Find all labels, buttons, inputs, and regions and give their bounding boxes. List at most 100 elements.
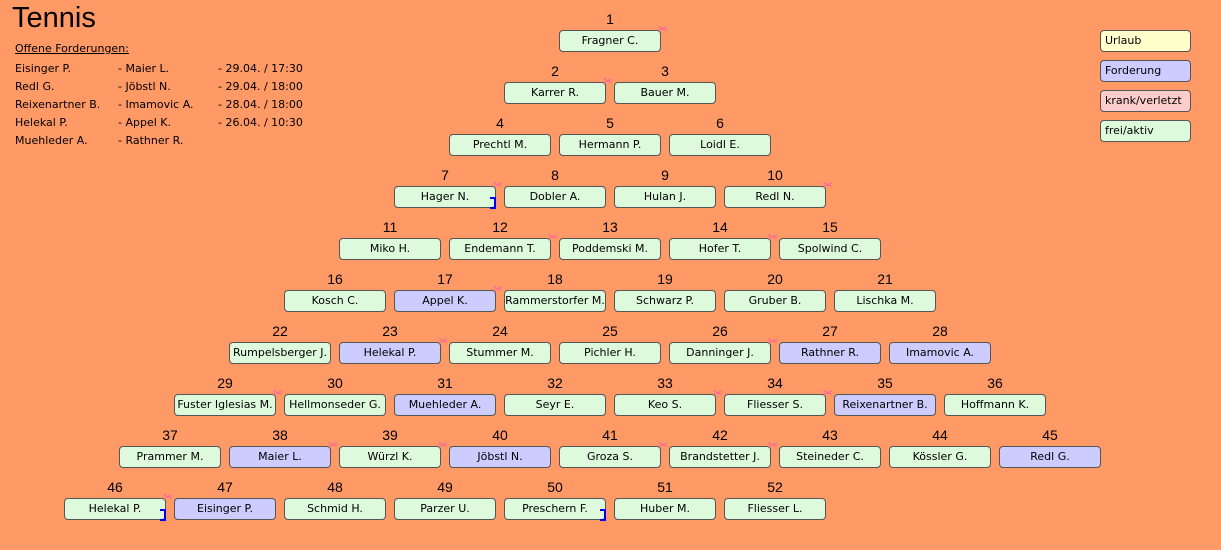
- rank-number: 31: [437, 375, 453, 391]
- player-name: Gruber B.: [748, 294, 802, 307]
- player-slot[interactable]: Hager N.✂: [394, 179, 503, 209]
- ribbon-icon: ✂: [437, 334, 448, 348]
- player-slot[interactable]: Redl G.: [999, 446, 1101, 468]
- player-slot[interactable]: Appel K.✂: [394, 283, 503, 312]
- player-slot[interactable]: Rumpelsberger J.: [229, 342, 331, 364]
- player-slot[interactable]: Prammer M.: [119, 446, 221, 468]
- player-slot[interactable]: Schwarz P.: [614, 290, 716, 312]
- player-name: Groza S.: [586, 450, 634, 463]
- player-slot[interactable]: Reixenartner B.: [834, 394, 936, 416]
- player-slot[interactable]: Dobler A.: [504, 186, 606, 208]
- player-slot[interactable]: Huber M.: [614, 498, 716, 520]
- player-slot[interactable]: Lischka M.: [834, 290, 936, 312]
- player-slot[interactable]: Rammerstorfer M.: [504, 290, 606, 312]
- player-name: Bauer M.: [640, 86, 690, 99]
- player-slot[interactable]: Redl N.✂: [724, 179, 833, 208]
- player-name: Endemann T.: [464, 242, 536, 255]
- player-slot[interactable]: Poddemski M.: [559, 238, 661, 260]
- player-slot[interactable]: Pichler H.: [559, 342, 661, 364]
- player-slot[interactable]: Fragner C.✂: [559, 23, 668, 52]
- player-slot[interactable]: Preschern F.: [504, 498, 606, 521]
- challenge-opponent: - Maier L.: [118, 62, 170, 75]
- ribbon-icon: ✂: [657, 438, 668, 452]
- player-slot[interactable]: Parzer U.: [394, 498, 496, 520]
- rank-number: 42: [712, 427, 728, 443]
- player-slot[interactable]: Imamovic A.: [889, 342, 991, 364]
- challenge-date: - 26.04. / 10:30: [218, 116, 303, 129]
- rank-number: 4: [496, 115, 504, 131]
- player-name: Poddemski M.: [571, 242, 649, 255]
- player-name: Spolwind C.: [797, 242, 863, 255]
- player-name: Helekal P.: [88, 502, 142, 515]
- player-slot[interactable]: Endemann T. ✂: [449, 231, 558, 260]
- player-slot[interactable]: Würzl K.✂: [339, 439, 448, 468]
- rank-number: 44: [932, 427, 948, 443]
- player-name: Imamovic A.: [905, 346, 975, 359]
- player-slot[interactable]: Stummer M.: [449, 342, 551, 364]
- player-slot[interactable]: Rathner R.: [779, 342, 881, 364]
- player-slot[interactable]: Helekal P. ✂: [339, 335, 448, 364]
- player-name: Helekal P.: [363, 346, 417, 359]
- player-slot[interactable]: Maier L. ✂: [229, 439, 338, 468]
- challenge-date: - 29.04. / 17:30: [218, 62, 303, 75]
- player-name: Maier L.: [258, 450, 302, 463]
- selection-handle-icon: [490, 197, 496, 209]
- player-slot[interactable]: Keo S.✂: [614, 387, 723, 416]
- player-slot[interactable]: Steineder C.: [779, 446, 881, 468]
- ribbon-icon: ✂: [547, 230, 558, 244]
- player-slot[interactable]: Schmid H.: [284, 498, 386, 520]
- player-slot[interactable]: Seyr E.: [504, 394, 606, 416]
- challenge-challenger: Helekal P.: [15, 116, 68, 129]
- player-slot[interactable]: Muehleder A.: [394, 394, 496, 416]
- rank-number: 7: [441, 167, 449, 183]
- rank-number: 48: [327, 479, 343, 495]
- rank-number: 47: [217, 479, 233, 495]
- rank-number: 5: [606, 115, 614, 131]
- ribbon-icon: ✂: [657, 22, 668, 36]
- player-slot[interactable]: Groza S. ✂: [559, 439, 668, 468]
- player-slot[interactable]: Hofer T.✂: [669, 231, 778, 260]
- player-slot[interactable]: Gruber B.: [724, 290, 826, 312]
- player-slot[interactable]: Karrer R.✂: [504, 75, 613, 104]
- player-slot[interactable]: Danninger J. ✂: [669, 335, 778, 364]
- player-name: Loidl E.: [700, 138, 740, 151]
- player-slot[interactable]: Hermann P.: [559, 134, 661, 156]
- ribbon-icon: ✂: [767, 334, 778, 348]
- player-slot[interactable]: Hoffmann K.: [944, 394, 1046, 416]
- player-slot[interactable]: Miko H.: [339, 238, 441, 260]
- challenge-date: - 29.04. / 18:00: [218, 80, 303, 93]
- challenge-opponent: - Appel K.: [118, 116, 171, 129]
- rank-number: 52: [767, 479, 783, 495]
- player-name: Danninger J.: [686, 346, 754, 359]
- player-slot[interactable]: Kosch C.: [284, 290, 386, 312]
- rank-number: 15: [822, 219, 838, 235]
- player-name: Rammerstorfer M.: [505, 294, 605, 307]
- player-name: Parzer U.: [420, 502, 470, 515]
- ribbon-icon: ✂: [327, 438, 338, 452]
- player-slot[interactable]: Prechtl M.: [449, 134, 551, 156]
- rank-number: 39: [382, 427, 398, 443]
- player-slot[interactable]: Helekal P.✂: [64, 491, 173, 521]
- player-slot[interactable]: Fuster Iglesias M.✂: [174, 387, 283, 416]
- player-slot[interactable]: Hellmonseder G.: [284, 394, 386, 416]
- player-slot[interactable]: Jöbstl N.: [449, 446, 551, 468]
- player-slot[interactable]: Brandstetter J.✂: [669, 439, 778, 468]
- player-slot[interactable]: Bauer M.: [614, 82, 716, 104]
- challenge-opponent: - Imamovic A.: [118, 98, 194, 111]
- player-name: Schwarz P.: [636, 294, 694, 307]
- selection-handle-icon: [160, 509, 166, 521]
- challenge-challenger: Muehleder A.: [15, 134, 88, 147]
- challenge-challenger: Redl G.: [15, 80, 55, 93]
- player-slot[interactable]: Fliesser S.✂: [724, 387, 833, 416]
- rank-number: 27: [822, 323, 838, 339]
- rank-number: 36: [987, 375, 1003, 391]
- player-slot[interactable]: Eisinger P.: [174, 498, 276, 520]
- player-slot[interactable]: Kössler G.: [889, 446, 991, 468]
- rank-number: 3: [661, 63, 669, 79]
- player-slot[interactable]: Loidl E.: [669, 134, 771, 156]
- player-slot[interactable]: Hulan J.: [614, 186, 716, 208]
- player-slot[interactable]: Fliesser L.: [724, 498, 826, 520]
- challenge-challenger: Reixenartner B.: [15, 98, 101, 111]
- rank-number: 51: [657, 479, 673, 495]
- player-slot[interactable]: Spolwind C.: [779, 238, 881, 260]
